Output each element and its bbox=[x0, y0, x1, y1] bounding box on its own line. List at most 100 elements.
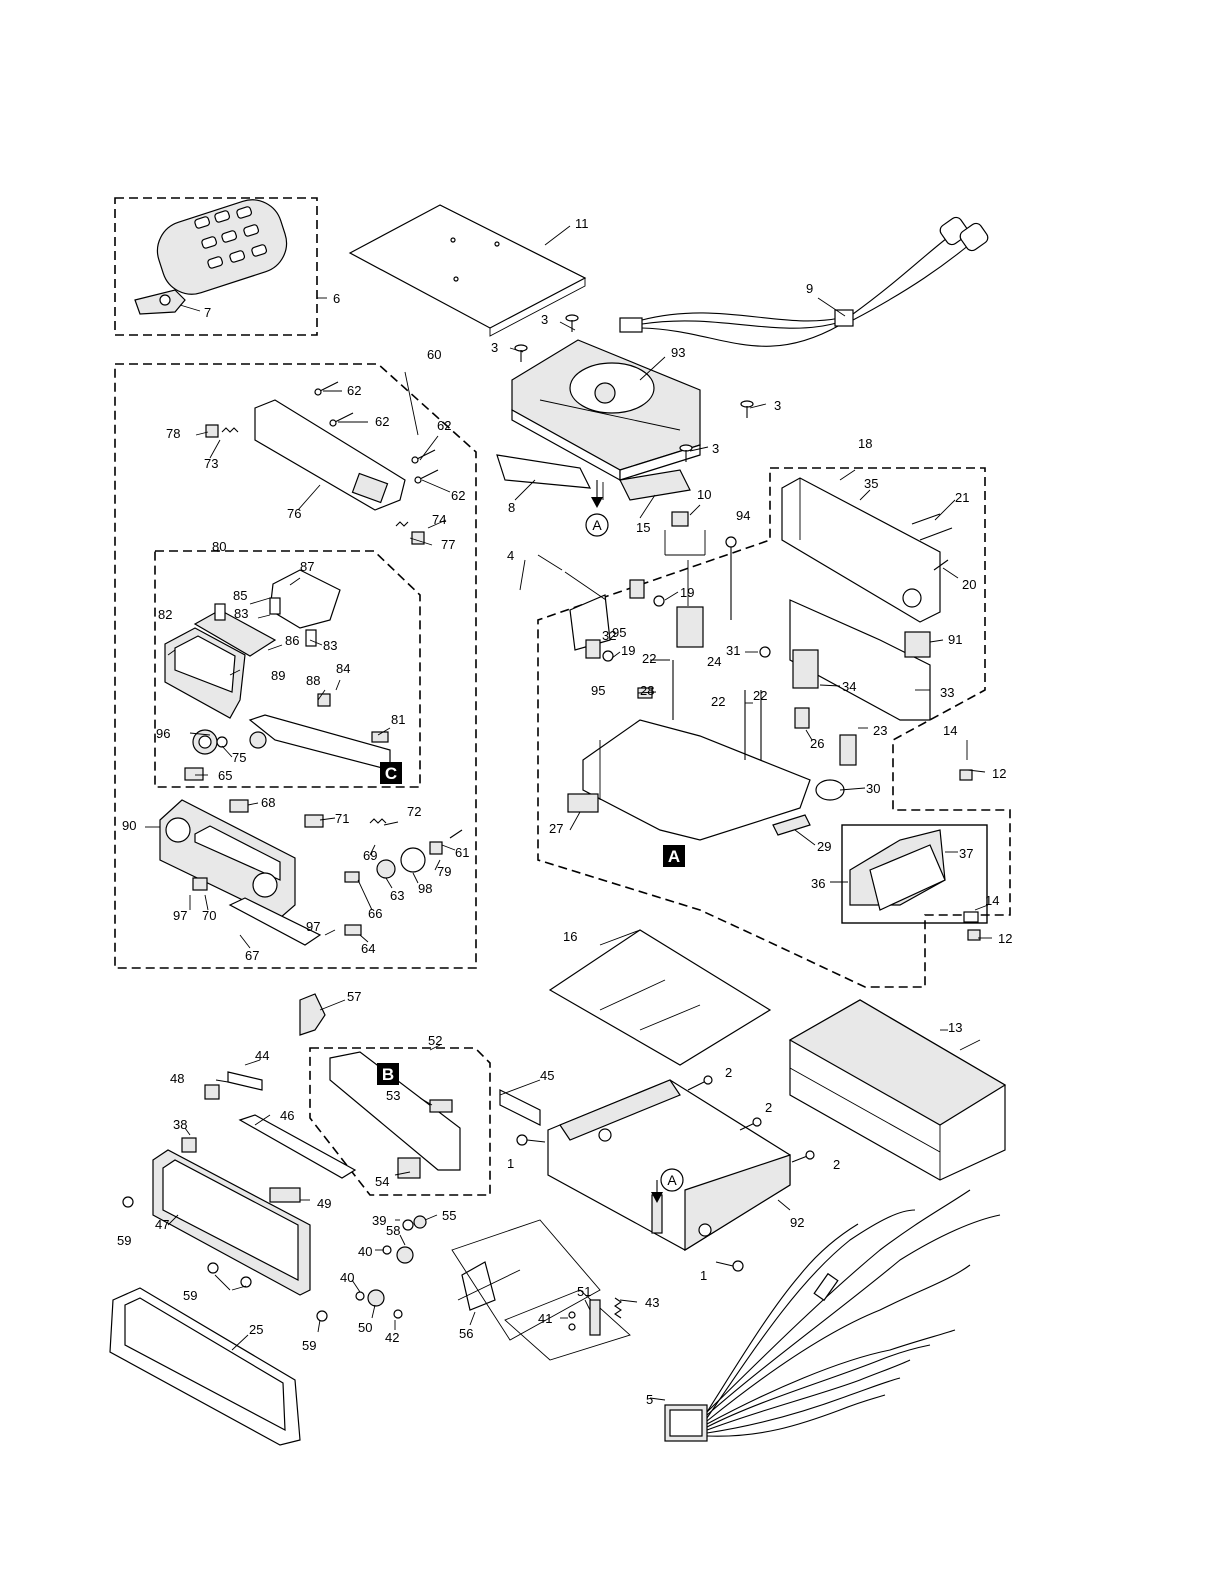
connector bbox=[567, 793, 599, 813]
callout-c60: 60 bbox=[427, 347, 441, 362]
callout-c68: 68 bbox=[261, 795, 275, 810]
callout-c18: 18 bbox=[858, 436, 872, 451]
callout-c25: 25 bbox=[249, 1322, 263, 1337]
callout-c62c: 62 bbox=[437, 418, 451, 433]
callout-c14a: 14 bbox=[943, 723, 957, 738]
callout-c65: 65 bbox=[218, 768, 232, 783]
bracket bbox=[461, 1261, 496, 1311]
callout-c40b: 40 bbox=[340, 1270, 354, 1285]
callout-c5: 5 bbox=[646, 1392, 653, 1407]
callout-c31: 31 bbox=[726, 643, 740, 658]
cd-mechanism bbox=[511, 339, 701, 482]
cable-connector bbox=[619, 317, 643, 333]
callout-c2b: 2 bbox=[765, 1100, 772, 1115]
screw bbox=[314, 381, 439, 484]
arrow-icon bbox=[651, 1192, 663, 1203]
callout-c1a: 1 bbox=[507, 1156, 514, 1171]
section-marker-b bbox=[377, 1063, 399, 1085]
callout-c3d: 3 bbox=[712, 441, 719, 456]
callout-c78: 78 bbox=[166, 426, 180, 441]
callout-c72: 72 bbox=[407, 804, 421, 819]
callout-c22a: 22 bbox=[642, 651, 656, 666]
sub-board-box bbox=[841, 824, 988, 924]
callout-c83a: 83 bbox=[234, 606, 248, 621]
sheet bbox=[619, 469, 691, 501]
callout-c79: 79 bbox=[437, 864, 451, 879]
main-board-group-box bbox=[537, 467, 1011, 988]
callout-c85: 85 bbox=[233, 588, 247, 603]
callout-c84: 84 bbox=[336, 661, 350, 676]
callout-c95a: 95 bbox=[612, 625, 626, 640]
lcd-pcb bbox=[248, 714, 391, 771]
callout-c44: 44 bbox=[255, 1048, 269, 1063]
callout-c96: 96 bbox=[156, 726, 170, 741]
callout-c69: 69 bbox=[363, 848, 377, 863]
callout-c87: 87 bbox=[300, 559, 314, 574]
flat-cable bbox=[496, 454, 592, 489]
callout-c76: 76 bbox=[287, 506, 301, 521]
callout-c98: 98 bbox=[418, 881, 432, 896]
callout-c13: 13 bbox=[948, 1020, 962, 1035]
bracket bbox=[569, 594, 611, 651]
callout-c90: 90 bbox=[122, 818, 136, 833]
callout-c28: 28 bbox=[640, 683, 654, 698]
callout-c86: 86 bbox=[285, 633, 299, 648]
callout-c80: 80 bbox=[212, 539, 226, 554]
callout-c73: 73 bbox=[204, 456, 218, 471]
top-cover bbox=[348, 204, 587, 329]
callout-c74: 74 bbox=[432, 512, 446, 527]
callout-c59c: 59 bbox=[302, 1338, 316, 1353]
strip bbox=[238, 1114, 357, 1179]
callout-c12b: 12 bbox=[998, 931, 1012, 946]
callout-c64: 64 bbox=[361, 941, 375, 956]
callout-c23: 23 bbox=[873, 723, 887, 738]
callout-c93: 93 bbox=[671, 345, 685, 360]
section-marker-c-label: C bbox=[385, 764, 397, 783]
callout-c22b: 22 bbox=[711, 694, 725, 709]
screw bbox=[122, 1196, 328, 1322]
callout-c49: 49 bbox=[317, 1196, 331, 1211]
callout-c3b: 3 bbox=[491, 340, 498, 355]
callout-c47: 47 bbox=[155, 1217, 169, 1232]
callout-c8: 8 bbox=[508, 500, 515, 515]
callout-c71: 71 bbox=[335, 811, 349, 826]
callout-c27: 27 bbox=[549, 821, 563, 836]
callout-c92: 92 bbox=[790, 1215, 804, 1230]
callout-c50: 50 bbox=[358, 1320, 372, 1335]
callout-c61: 61 bbox=[455, 845, 469, 860]
callout-c77: 77 bbox=[441, 537, 455, 552]
display-subgroup-box bbox=[154, 550, 421, 788]
callout-c63: 63 bbox=[390, 888, 404, 903]
callout-c22c: 22 bbox=[753, 688, 767, 703]
callout-c59b: 59 bbox=[183, 1288, 197, 1303]
wiring-harness bbox=[664, 1189, 1001, 1442]
callout-c97a: 97 bbox=[173, 908, 187, 923]
callout-c1b: 1 bbox=[700, 1268, 707, 1283]
callout-c9: 9 bbox=[806, 281, 813, 296]
callout-c14b: 14 bbox=[985, 893, 999, 908]
callout-c11: 11 bbox=[575, 216, 589, 231]
callout-c82: 82 bbox=[158, 607, 172, 622]
circled-ref-a-label: A bbox=[592, 517, 602, 533]
callout-c89: 89 bbox=[271, 668, 285, 683]
callout-c16: 16 bbox=[563, 929, 577, 944]
callout-c57: 57 bbox=[347, 989, 361, 1004]
callout-c29: 29 bbox=[817, 839, 831, 854]
callout-c41: 41 bbox=[538, 1311, 552, 1326]
callout-c10: 10 bbox=[697, 487, 711, 502]
callout-c20: 20 bbox=[962, 577, 976, 592]
front-panel-group-box bbox=[114, 363, 477, 969]
connector-block bbox=[676, 606, 704, 648]
callout-c48: 48 bbox=[170, 1071, 184, 1086]
remote-control-group-box bbox=[114, 197, 318, 336]
callout-c26: 26 bbox=[810, 736, 824, 751]
insulation-sheet bbox=[548, 929, 772, 1066]
leader-lines bbox=[145, 225, 992, 1401]
callout-c62a: 62 bbox=[347, 383, 361, 398]
callout-numbers: 1122233334567891011121213141415161819192… bbox=[117, 216, 1012, 1407]
callout-c19a: 19 bbox=[680, 585, 694, 600]
callout-c56: 56 bbox=[459, 1326, 473, 1341]
callout-c42: 42 bbox=[385, 1330, 399, 1345]
callout-c40a: 40 bbox=[358, 1244, 372, 1259]
